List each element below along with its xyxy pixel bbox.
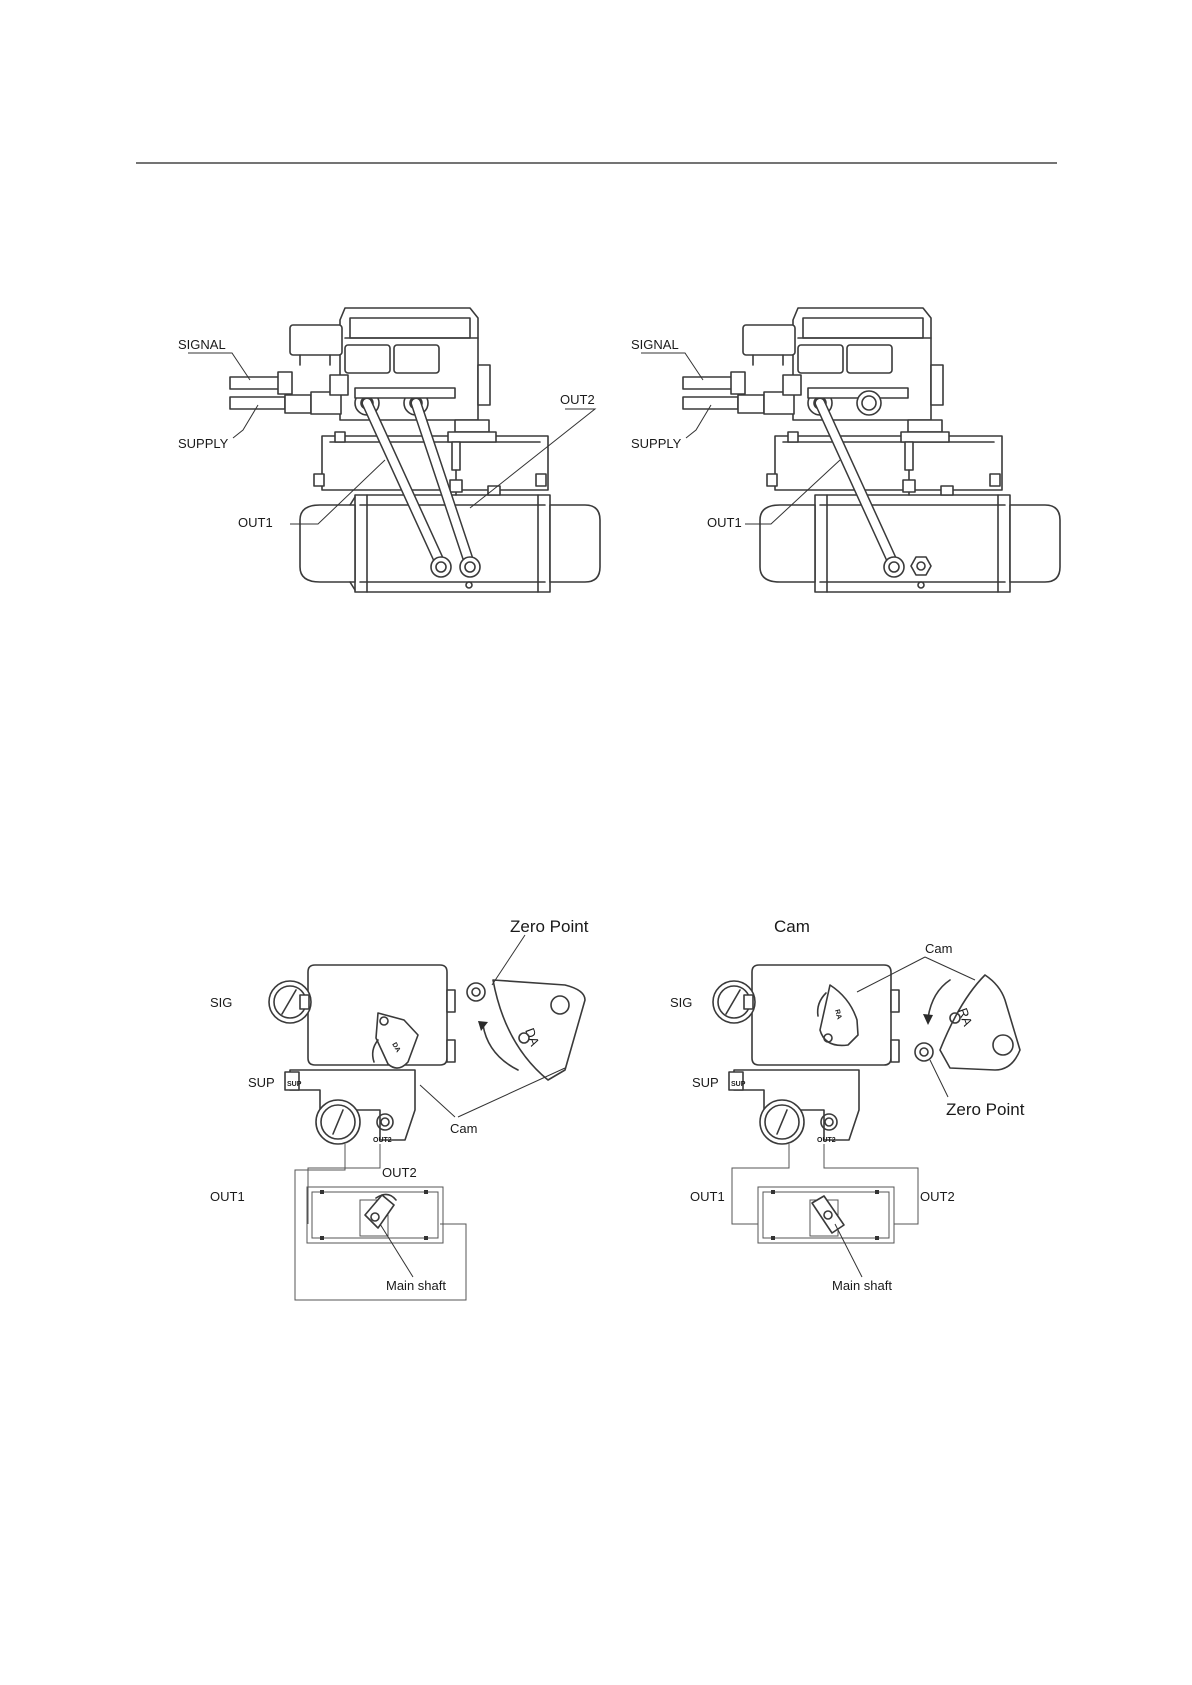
- label-sup-left: SUP: [248, 1075, 275, 1090]
- label-cam-right: Cam: [925, 941, 952, 956]
- left-end-cap: [300, 505, 355, 582]
- label-zero-point-left: Zero Point: [510, 917, 589, 936]
- supply-pipe: [230, 397, 285, 409]
- right-end-cap: [550, 505, 600, 582]
- top-left-diagram: SIGNAL SUPPLY OUT1 OUT2: [178, 308, 600, 592]
- label-out2-left: OUT2: [382, 1165, 417, 1180]
- bottom-left-diagram: SUP OUT2 DA DA: [210, 917, 589, 1300]
- signal-pipe: [230, 377, 285, 389]
- label-out1-right: OUT1: [707, 515, 742, 530]
- sup-port-mark: SUP: [287, 1081, 302, 1088]
- label-main-shaft-right: Main shaft: [832, 1278, 892, 1293]
- label-signal-left: SIGNAL: [178, 337, 226, 352]
- label-supply-right: SUPPLY: [631, 436, 682, 451]
- label-cam-title-right: Cam: [774, 917, 810, 936]
- main-shaft: [812, 1196, 844, 1233]
- sup-port-mark: SUP: [731, 1081, 746, 1088]
- exhaust-plug: [911, 557, 931, 575]
- label-sup-right: SUP: [692, 1075, 719, 1090]
- out2-plug: [857, 391, 881, 415]
- top-right-diagram: SIGNAL SUPPLY OUT1: [631, 308, 1060, 592]
- label-zero-point-right: Zero Point: [946, 1100, 1025, 1119]
- cam-enlarged: [493, 980, 585, 1080]
- positioner-housing: [752, 965, 891, 1065]
- label-cam-left: Cam: [450, 1121, 477, 1136]
- label-sig-right: SIG: [670, 995, 692, 1010]
- label-signal-right: SIGNAL: [631, 337, 679, 352]
- label-out2-right: OUT2: [920, 1189, 955, 1204]
- label-out1-right: OUT1: [690, 1189, 725, 1204]
- label-supply-left: SUPPLY: [178, 436, 229, 451]
- out1-line: [732, 1144, 789, 1224]
- signal-gauge: [290, 325, 342, 355]
- out2-port-mark: OUT2: [817, 1137, 836, 1144]
- mounting-bracket: [775, 436, 1002, 490]
- label-out1-left: OUT1: [238, 515, 273, 530]
- out2-port-mark: OUT2: [373, 1137, 392, 1144]
- bottom-right-diagram: SUP OUT2 RA RA: [670, 917, 1025, 1293]
- label-main-shaft-left: Main shaft: [386, 1278, 446, 1293]
- actuator-body: [815, 495, 1010, 592]
- label-out1-left: OUT1: [210, 1189, 245, 1204]
- label-sig-left: SIG: [210, 995, 232, 1010]
- label-out2-left: OUT2: [560, 392, 595, 407]
